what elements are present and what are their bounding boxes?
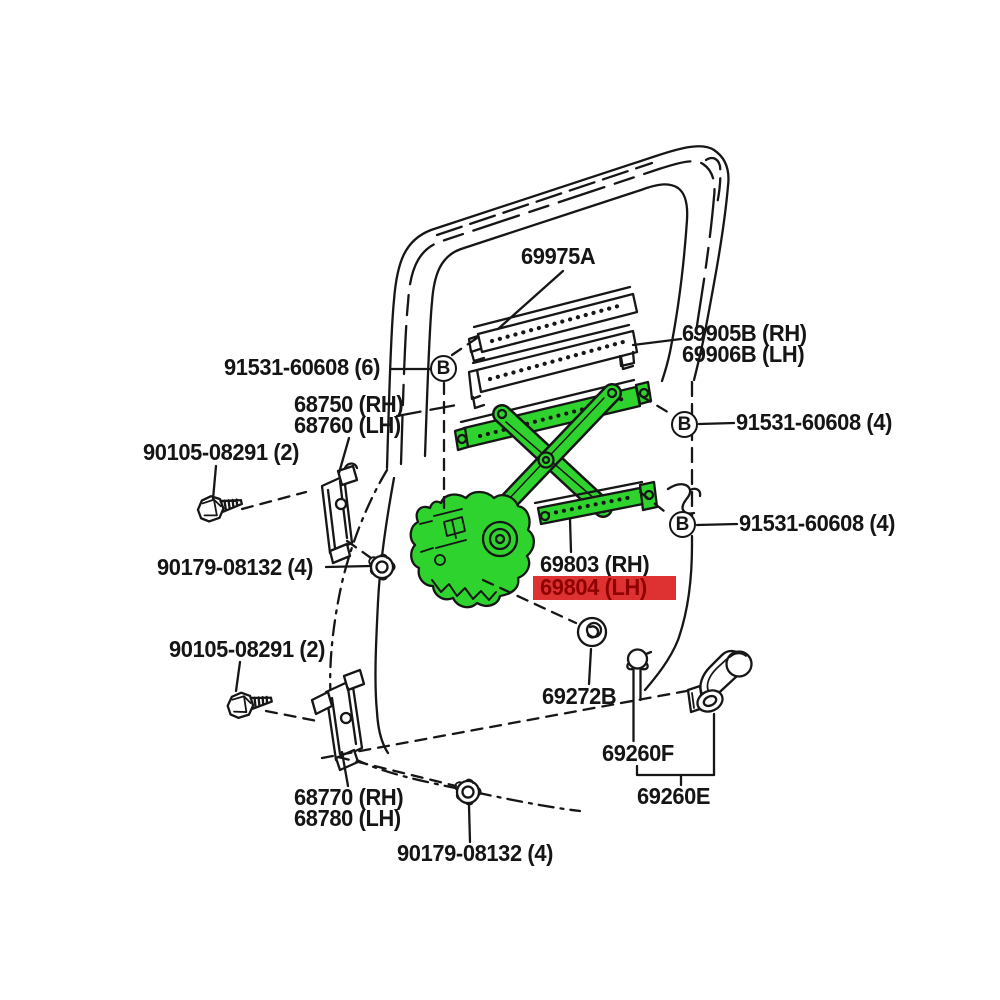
part-label-69803-rh[interactable]: 69803 (RH) — [540, 551, 650, 577]
hinge-nut-middle[interactable] — [368, 553, 396, 581]
part-label-91531-60608-6[interactable]: 91531-60608 (6) — [224, 354, 381, 380]
part-label-69272b[interactable]: 69272B — [542, 683, 617, 709]
door-hinge-lower[interactable] — [310, 668, 366, 772]
door-window-frame — [385, 145, 730, 470]
part-label-90105-08291-top[interactable]: 90105-08291 (2) — [143, 439, 300, 465]
callout-b-3[interactable]: B — [669, 511, 696, 538]
part-label-69260f[interactable]: 69260F — [602, 740, 674, 766]
part-label-68780-lh[interactable]: 68780 (LH) — [294, 805, 401, 831]
window-regulator-assembly-69804[interactable] — [409, 378, 659, 609]
part-label-69906b-lh[interactable]: 69906B (LH) — [682, 341, 805, 367]
hinge-nut-bottom[interactable] — [454, 778, 482, 806]
door-hinge-upper[interactable] — [320, 462, 359, 565]
part-label-90179-08132-bottom[interactable]: 90179-08132 (4) — [397, 840, 554, 866]
part-label-69260e[interactable]: 69260E — [637, 783, 711, 809]
grommet-69272b[interactable] — [576, 616, 608, 648]
part-label-69975a[interactable]: 69975A — [521, 243, 596, 269]
part-label-69905b-rh[interactable]: 69905B (RH) — [682, 320, 807, 346]
part-label-91531-60608-4-mid[interactable]: 91531-60608 (4) — [739, 510, 896, 536]
part-label-91531-60608-4-top[interactable]: 91531-60608 (4) — [736, 409, 893, 435]
callout-b-2[interactable]: B — [671, 411, 698, 438]
hinge-bolt-lower[interactable] — [226, 687, 274, 720]
callout-b-1[interactable]: B — [430, 355, 457, 382]
part-label-68750-rh[interactable]: 68750 (RH) — [294, 391, 404, 417]
part-label-69804-lh[interactable]: 69804 (LH) — [540, 574, 647, 600]
hinge-bolt-upper[interactable] — [196, 489, 244, 523]
handle-knob-69260f[interactable] — [626, 648, 653, 743]
part-label-90179-08132-mid[interactable]: 90179-08132 (4) — [157, 554, 314, 580]
part-label-90105-08291-bottom[interactable]: 90105-08291 (2) — [169, 636, 326, 662]
glass-run-channel-69905b[interactable] — [467, 323, 639, 410]
glass-run-channel-69975a[interactable] — [467, 285, 639, 363]
part-label-68760-lh[interactable]: 68760 (LH) — [294, 412, 401, 438]
leader-lines — [211, 269, 739, 844]
window-crank-handle-69260e[interactable] — [686, 649, 753, 777]
selected-part-highlight[interactable]: 69804 (LH) — [533, 574, 676, 600]
dashed-leader-lines — [240, 336, 694, 788]
part-label-68770-rh[interactable]: 68770 (RH) — [294, 784, 404, 810]
